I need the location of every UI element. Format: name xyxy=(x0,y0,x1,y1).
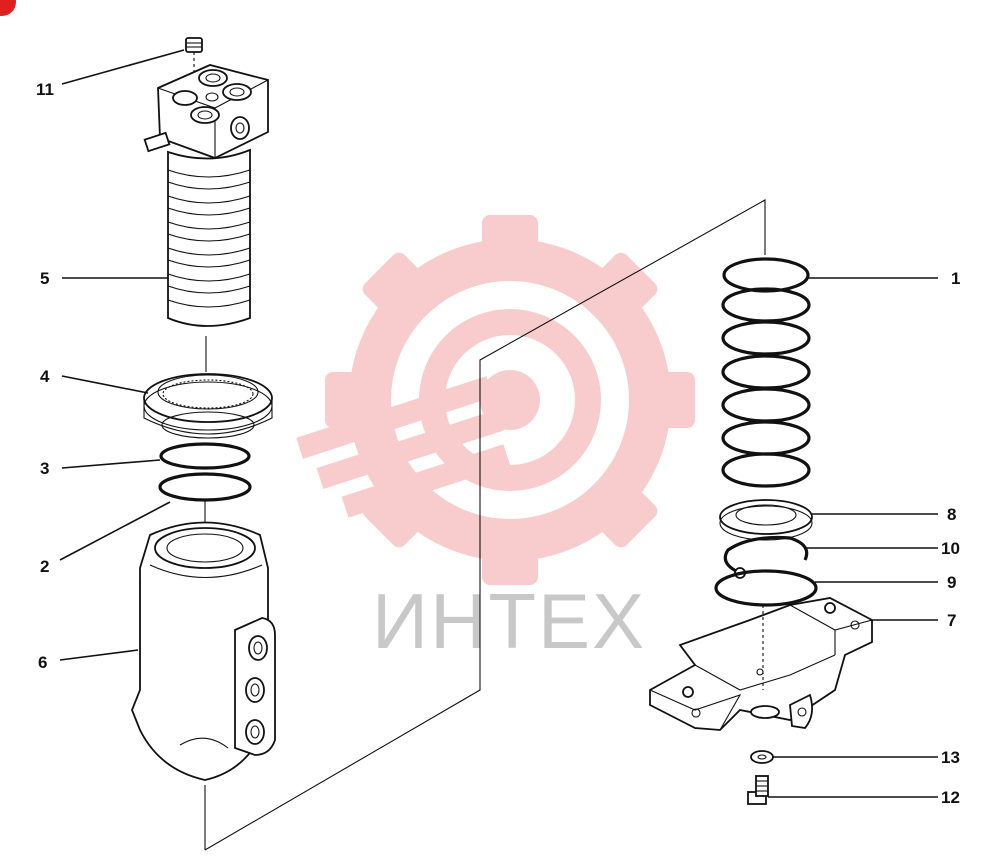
leader-lines xyxy=(59,49,938,798)
assembly-frame-line xyxy=(204,199,766,851)
callout-4: 4 xyxy=(40,367,50,386)
part-2-o-ring xyxy=(158,472,252,502)
callout-10: 10 xyxy=(941,539,960,558)
part-9-o-ring xyxy=(714,569,818,607)
callout-9: 9 xyxy=(947,573,956,592)
part-11-plug xyxy=(185,37,203,84)
callout-13: 13 xyxy=(941,748,960,767)
callout-2: 2 xyxy=(40,557,49,576)
callout-labels: 11 5 4 3 2 6 1 8 10 9 7 13 12 xyxy=(36,80,960,807)
part-13-washer xyxy=(750,750,774,764)
callout-3: 3 xyxy=(40,459,49,478)
part-1-spring xyxy=(721,257,811,488)
part-8-washer xyxy=(719,499,813,541)
watermark-logo xyxy=(296,215,695,585)
part-5-rotor xyxy=(143,64,269,372)
part-7-cover-plate xyxy=(649,597,873,731)
callout-8: 8 xyxy=(947,505,956,524)
callout-7: 7 xyxy=(947,611,956,630)
callout-5: 5 xyxy=(40,269,49,288)
part-12-bolt xyxy=(747,775,769,805)
callout-11: 11 xyxy=(36,80,54,99)
part-3-o-ring xyxy=(159,442,251,470)
callout-12: 12 xyxy=(941,788,960,807)
callout-1: 1 xyxy=(951,269,960,288)
corner-mark xyxy=(0,0,16,16)
part-4-bearing xyxy=(143,373,273,439)
part-6-housing xyxy=(131,521,276,781)
watermark-text: ИНТЕХ xyxy=(372,577,646,665)
callout-6: 6 xyxy=(38,653,47,672)
